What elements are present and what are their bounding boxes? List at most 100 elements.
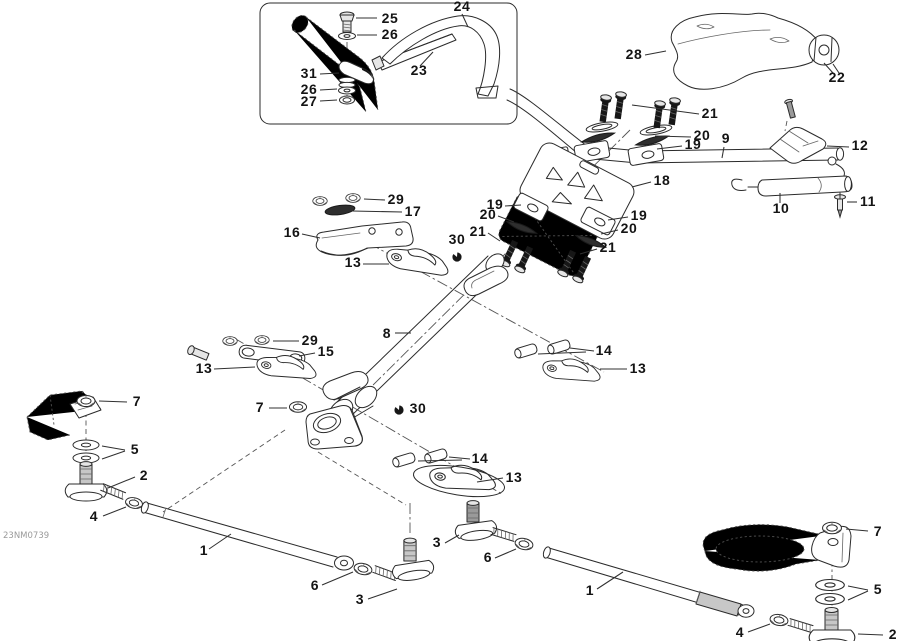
callout-11: 11 (847, 193, 875, 209)
callout-30-upper: 30 (449, 231, 466, 247)
callout-19-lower-right: 19 (607, 207, 648, 223)
nut-7-center (288, 401, 308, 413)
svg-text:16: 16 (284, 224, 301, 240)
svg-text:21: 21 (702, 105, 719, 121)
washer-17 (324, 204, 356, 216)
callout-3-right: 3 (433, 534, 460, 550)
callout-25: 25 (356, 10, 398, 26)
callouts: 25 26 24 23 31 26 27 28 22 21 20 19 9 12… (90, 0, 897, 641)
callout-7-left: 7 (98, 393, 141, 409)
svg-text:7: 7 (874, 523, 882, 539)
callout-1-left: 1 (200, 533, 232, 558)
riser-plate-19-lower-right (580, 206, 616, 236)
nut-6-left (352, 561, 374, 577)
callout-17: 17 (351, 203, 422, 219)
handlebar-pad-28 (670, 12, 840, 90)
svg-text:13: 13 (506, 469, 523, 485)
clamp-13-right (540, 353, 604, 388)
callout-20-top: 20 (654, 127, 711, 143)
steering-arm-16 (315, 221, 414, 256)
svg-text:22: 22 (829, 69, 846, 85)
svg-text:19: 19 (685, 136, 702, 152)
svg-text:20: 20 (694, 127, 711, 143)
svg-text:29: 29 (302, 332, 319, 348)
svg-text:6: 6 (311, 577, 319, 593)
svg-text:15: 15 (318, 343, 335, 359)
svg-text:18: 18 (654, 172, 671, 188)
callout-1-right: 1 (586, 571, 624, 598)
riser-plate-19-top-left (573, 140, 611, 163)
callout-26-upper: 26 (357, 26, 398, 42)
callout-20-lower-left: 20 (480, 206, 515, 223)
callout-6-right: 6 (484, 548, 517, 565)
washer-26-upper (338, 32, 356, 40)
callout-14-bottom: 14 (417, 450, 488, 466)
washer-5-right-a (815, 578, 845, 592)
svg-text:10: 10 (773, 200, 790, 216)
nut-29-left-b (254, 335, 270, 345)
svg-text:26: 26 (382, 26, 399, 42)
nut-7-right (822, 521, 842, 535)
svg-text:9: 9 (722, 130, 730, 146)
svg-text:30: 30 (410, 400, 427, 416)
clamp-base-outline (413, 464, 505, 498)
svg-text:4: 4 (90, 508, 98, 524)
svg-text:20: 20 (480, 206, 497, 222)
svg-text:13: 13 (345, 254, 362, 270)
screw-25 (339, 11, 355, 33)
callout-7-center: 7 (256, 399, 287, 415)
svg-text:24: 24 (454, 0, 471, 14)
svg-text:19: 19 (487, 196, 504, 212)
svg-text:2: 2 (889, 626, 897, 641)
half-clamp-20-lower-right (574, 234, 608, 248)
callout-5-left: 5 (101, 441, 139, 460)
svg-text:5: 5 (874, 581, 882, 597)
callout-30-lower: 30 (410, 400, 427, 416)
bushing-14-bottom-a (391, 451, 417, 469)
svg-text:21: 21 (600, 239, 617, 255)
nut-6-right (513, 536, 535, 552)
document-code-watermark: 23NM0739 (3, 531, 49, 541)
tie-rod-end-2-left (64, 461, 127, 502)
svg-text:14: 14 (596, 342, 613, 358)
callout-26-lower: 26 (301, 81, 338, 97)
svg-text:19: 19 (631, 207, 648, 223)
block-screw (784, 98, 796, 119)
grease-point-30-lower (392, 403, 404, 415)
screw-11 (834, 192, 846, 219)
svg-text:3: 3 (433, 534, 441, 550)
callout-29-upper: 29 (363, 191, 404, 207)
callout-10: 10 (773, 193, 790, 216)
tie-rod-end-2-right (787, 607, 856, 641)
callout-18: 18 (631, 172, 671, 188)
clamp-31 (338, 60, 375, 85)
svg-text:2: 2 (140, 467, 148, 483)
svg-text:30: 30 (449, 231, 466, 247)
svg-text:5: 5 (131, 441, 139, 457)
clamp-washer (338, 76, 356, 84)
callout-29-left: 29 (273, 332, 318, 348)
nut-7-left (76, 395, 96, 407)
column-flange-plate (305, 405, 363, 450)
lever-block-12 (769, 98, 827, 164)
callout-16: 16 (284, 224, 321, 240)
svg-text:7: 7 (256, 399, 264, 415)
callout-19-lower-left: 19 (487, 196, 522, 212)
callout-19-top: 19 (656, 136, 702, 152)
svg-text:3: 3 (356, 591, 364, 607)
tie-rod-1-right (542, 546, 755, 618)
callout-14-right: 14 (537, 342, 613, 358)
callout-24: 24 (454, 0, 471, 28)
callout-22: 22 (823, 62, 846, 85)
callout-27: 27 (301, 93, 338, 109)
svg-text:21: 21 (470, 223, 487, 239)
inset-detail-box (259, 2, 518, 125)
callout-9: 9 (721, 130, 730, 159)
svg-text:17: 17 (405, 203, 422, 219)
callout-28: 28 (626, 46, 667, 62)
tie-rod-end-3-right (453, 500, 517, 544)
callout-3-center: 3 (356, 588, 398, 607)
callout-15: 15 (298, 343, 335, 359)
